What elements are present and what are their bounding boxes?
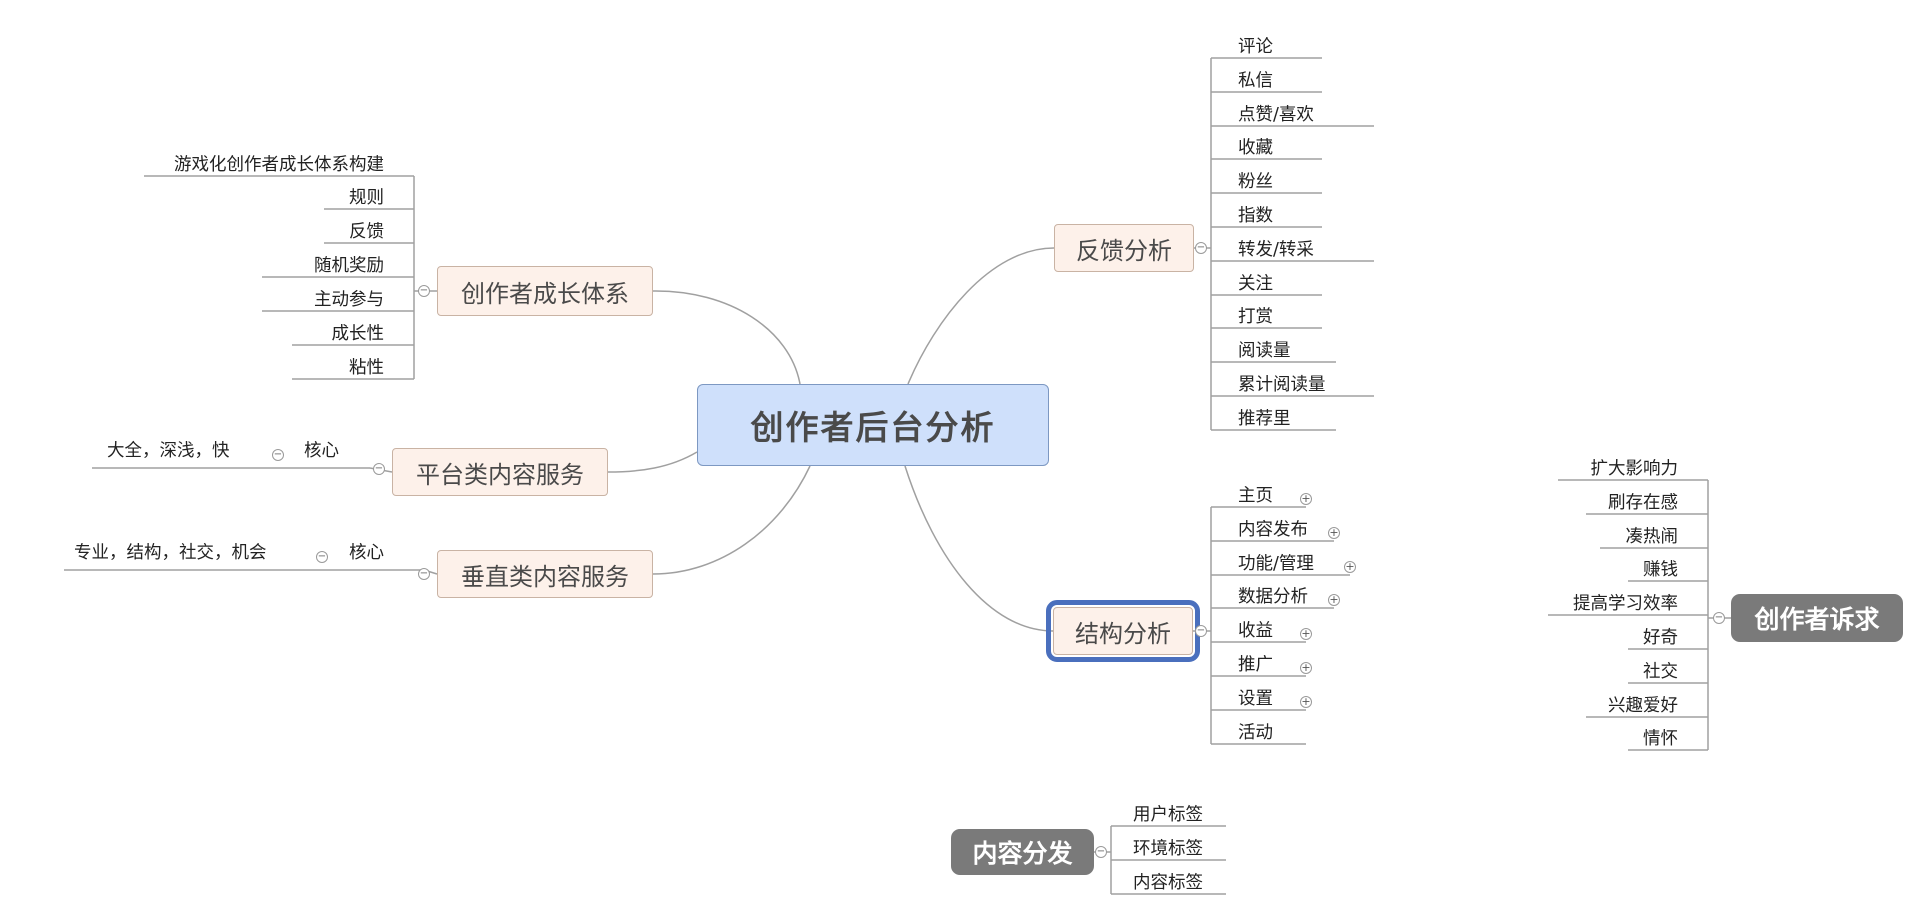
curve-root-structure [904, 465, 1054, 632]
branch-structure-analysis[interactable]: 结构分析 [1046, 600, 1200, 662]
leaf-feedback-11[interactable]: 推荐里 [1238, 409, 1291, 429]
leaf-appeal-4[interactable]: 提高学习效率 [1573, 594, 1678, 614]
collapse-toggle-icon[interactable]: − [1095, 846, 1107, 858]
expand-toggle-icon[interactable]: + [1328, 593, 1340, 606]
leaf-platform-grandchild[interactable]: 大全，深浅，快 [107, 441, 230, 461]
collapse-toggle-icon[interactable]: − [418, 285, 430, 297]
leaf-feedback-10[interactable]: 累计阅读量 [1238, 375, 1326, 395]
expand-toggle-icon[interactable]: + [1328, 526, 1340, 539]
curve-root-feedback [907, 247, 1055, 385]
leaf-feedback-3[interactable]: 收藏 [1238, 138, 1273, 158]
curve-root-vertical [652, 465, 811, 575]
collapse-toggle-icon[interactable]: − [373, 463, 385, 475]
root-topic[interactable]: 创作者后台分析 [697, 384, 1049, 466]
leaf-feedback-9[interactable]: 阅读量 [1238, 341, 1291, 361]
collapse-toggle-icon[interactable]: − [316, 551, 328, 563]
leaf-structure-7[interactable]: 活动 [1238, 723, 1273, 743]
leaf-feedback-5[interactable]: 指数 [1238, 206, 1273, 226]
leaf-structure-2[interactable]: 功能/管理 [1238, 554, 1314, 574]
leaf-appeal-1[interactable]: 刷存在感 [1608, 493, 1678, 513]
leaf-feedback-7[interactable]: 关注 [1238, 274, 1273, 294]
leaf-appeal-2[interactable]: 凑热闹 [1625, 527, 1679, 547]
leaf-feedback-0[interactable]: 评论 [1238, 37, 1273, 57]
leaf-structure-6[interactable]: 设置 [1238, 689, 1273, 709]
curve-root-platform [607, 451, 698, 473]
collapse-toggle-icon[interactable]: − [1713, 612, 1725, 624]
leaf-growth-4[interactable]: 主动参与 [314, 290, 384, 310]
leaf-distribution-2[interactable]: 内容标签 [1133, 873, 1203, 893]
floating-topic-content-distribution[interactable]: 内容分发 [951, 829, 1094, 875]
leaf-feedback-4[interactable]: 粉丝 [1238, 172, 1273, 192]
leaf-growth-2[interactable]: 反馈 [349, 222, 384, 242]
leaf-appeal-8[interactable]: 情怀 [1643, 729, 1678, 749]
leaf-structure-3[interactable]: 数据分析 [1238, 587, 1308, 607]
leaf-appeal-3[interactable]: 赚钱 [1643, 560, 1678, 580]
branch-vertical-content-service[interactable]: 垂直类内容服务 [437, 550, 653, 598]
expand-toggle-icon[interactable]: + [1300, 661, 1312, 674]
leaf-growth-1[interactable]: 规则 [349, 188, 384, 208]
collapse-toggle-icon[interactable]: − [418, 568, 430, 580]
collapse-toggle-icon[interactable]: − [272, 449, 284, 461]
expand-toggle-icon[interactable]: + [1344, 560, 1356, 573]
leaf-structure-4[interactable]: 收益 [1238, 621, 1273, 641]
branch-feedback-analysis[interactable]: 反馈分析 [1054, 224, 1194, 272]
branch-platform-content-service[interactable]: 平台类内容服务 [392, 448, 608, 496]
leaf-structure-1[interactable]: 内容发布 [1238, 520, 1308, 540]
leaf-feedback-6[interactable]: 转发/转采 [1238, 240, 1314, 260]
leaf-feedback-1[interactable]: 私信 [1238, 71, 1273, 91]
leaf-growth-5[interactable]: 成长性 [331, 324, 385, 344]
leaf-platform-child[interactable]: 核心 [304, 441, 339, 461]
collapse-toggle-icon[interactable]: − [1195, 625, 1207, 637]
curve-root-growth [652, 290, 801, 385]
leaf-feedback-8[interactable]: 打赏 [1238, 307, 1273, 327]
leaf-feedback-2[interactable]: 点赞/喜欢 [1238, 105, 1314, 125]
leaf-appeal-0[interactable]: 扩大影响力 [1590, 459, 1679, 479]
expand-toggle-icon[interactable]: + [1300, 627, 1312, 640]
collapse-toggle-icon[interactable]: − [1195, 242, 1207, 254]
floating-topic-creator-appeal[interactable]: 创作者诉求 [1731, 594, 1903, 642]
branch-growth-system[interactable]: 创作者成长体系 [437, 266, 653, 316]
leaf-appeal-6[interactable]: 社交 [1643, 662, 1678, 682]
leaf-structure-0[interactable]: 主页 [1238, 486, 1273, 506]
leaf-distribution-1[interactable]: 环境标签 [1133, 839, 1203, 859]
leaf-structure-5[interactable]: 推广 [1238, 655, 1273, 675]
leaf-growth-3[interactable]: 随机奖励 [314, 256, 384, 276]
leaf-growth-0[interactable]: 游戏化创作者成长体系构建 [174, 155, 384, 175]
expand-toggle-icon[interactable]: + [1300, 695, 1312, 708]
leaf-appeal-5[interactable]: 好奇 [1643, 628, 1678, 648]
leaf-appeal-7[interactable]: 兴趣爱好 [1608, 696, 1678, 716]
leaf-distribution-0[interactable]: 用户标签 [1133, 805, 1203, 825]
expand-toggle-icon[interactable]: + [1300, 492, 1312, 505]
leaf-growth-6[interactable]: 粘性 [349, 358, 384, 378]
leaf-vertical-child[interactable]: 核心 [349, 543, 384, 563]
leaf-vertical-grandchild[interactable]: 专业，结构，社交，机会 [74, 543, 267, 563]
